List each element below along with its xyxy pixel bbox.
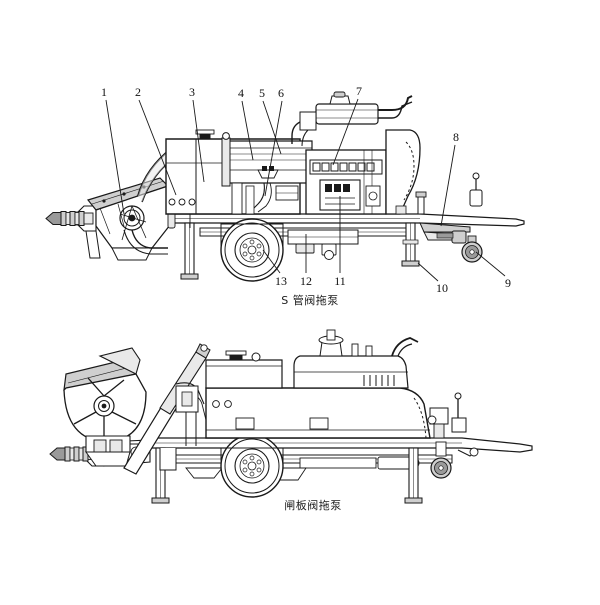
upper-outlet-pipe xyxy=(415,191,427,215)
callout-number-5: 5 xyxy=(259,86,265,100)
leader-line-4 xyxy=(241,100,254,161)
upper-machine-group xyxy=(45,91,525,282)
lower-caster-wheel xyxy=(430,441,452,479)
caption-upper: S 管阀拖泵 xyxy=(281,294,339,307)
upper-engine-assembly xyxy=(291,91,413,215)
lower-machine-group xyxy=(49,329,533,504)
callout-number-2: 2 xyxy=(135,85,141,99)
callout-number-6: 6 xyxy=(278,86,284,100)
upper-hopper xyxy=(86,170,191,261)
lower-gate-valve-ram xyxy=(123,343,211,475)
upper-road-wheel xyxy=(220,218,284,282)
upper-caster-wheel xyxy=(461,235,483,263)
upper-rear-cowl xyxy=(385,129,483,215)
leader-line-5 xyxy=(262,100,282,155)
leader-line-3 xyxy=(192,99,205,183)
lower-body-enclosure xyxy=(205,329,431,439)
callout-number-4: 4 xyxy=(238,86,244,100)
callout-number-10: 10 xyxy=(436,281,448,295)
lower-rear-controls xyxy=(427,392,479,457)
caption-lower: 闸板阀拖泵 xyxy=(284,499,342,512)
callout-number-12: 12 xyxy=(300,274,312,288)
callout-number-13: 13 xyxy=(275,274,287,288)
callout-number-7: 7 xyxy=(356,84,362,98)
callout-number-8: 8 xyxy=(453,130,459,144)
lower-road-wheel xyxy=(220,434,284,498)
leader-line-1 xyxy=(105,99,125,215)
callout-leader-lines xyxy=(105,98,506,282)
leader-line-13 xyxy=(262,249,281,274)
callout-number-3: 3 xyxy=(189,85,195,99)
callout-number-1: 1 xyxy=(101,85,107,99)
lower-chassis-frame xyxy=(149,437,533,481)
callout-number-11: 11 xyxy=(334,274,346,288)
leader-line-2 xyxy=(138,99,177,196)
leader-line-7 xyxy=(332,98,359,166)
upper-tow-bar xyxy=(45,205,101,259)
leader-line-8 xyxy=(440,144,456,227)
callout-number-9: 9 xyxy=(505,276,511,290)
leader-line-9 xyxy=(475,251,506,277)
leader-line-6 xyxy=(264,100,283,197)
leader-line-10 xyxy=(417,262,439,282)
lower-hopper xyxy=(63,347,147,467)
upper-hydraulic-tank xyxy=(221,132,313,215)
